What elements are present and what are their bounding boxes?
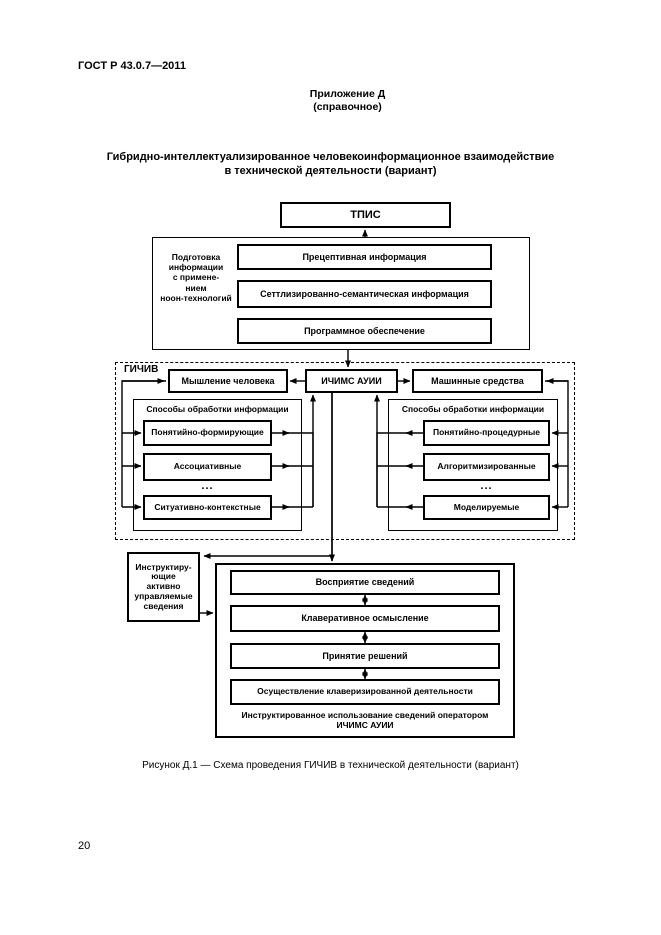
human-thinking-box: Мышление человека xyxy=(168,369,288,393)
page-number: 20 xyxy=(78,840,91,852)
gost-standard-ref: ГОСТ Р 43.0.7—2011 xyxy=(78,60,186,72)
left-ellipsis: ... xyxy=(201,480,214,492)
right-ellipsis: ... xyxy=(480,480,493,492)
perceptive-information-box: Прецептивная информация xyxy=(237,244,492,270)
appendix-heading: Приложение Д (справочное) xyxy=(0,88,661,114)
info-preparation-side-label: Подготовка информации с примене- нием но… xyxy=(160,252,232,303)
concept-forming-box: Понятийно-формирующие xyxy=(143,420,272,446)
left-methods-title: Способы обработки информации xyxy=(146,404,289,414)
gichiv-label: ГИЧИВ xyxy=(124,364,159,375)
right-methods-title: Способы обработки информации xyxy=(401,404,545,414)
document-title: Гибридно-интеллектуализированное человек… xyxy=(106,151,555,177)
appendix-kind: (справочное) xyxy=(313,101,382,114)
machine-means-box: Машинные средства xyxy=(412,369,543,393)
perception-step-box: Восприятие сведений xyxy=(230,570,500,595)
instructing-data-box: Инструктиру- ющие активно управляемые св… xyxy=(127,552,200,622)
modeled-box: Моделируемые xyxy=(423,495,550,520)
appendix-label: Приложение Д xyxy=(309,88,386,100)
tpis-box: ТПИС xyxy=(280,202,451,228)
algorithmized-box: Алгоритмизированные xyxy=(423,453,550,481)
software-box: Программное обеспечение xyxy=(237,318,492,344)
settlized-semantic-information-box: Сеттлизированно-семантическая информация xyxy=(237,280,492,308)
claverative-comprehension-step-box: Клаверативное осмысление xyxy=(230,605,500,632)
figure-caption: Рисунок Д.1 — Схема проведения ГИЧИВ в т… xyxy=(142,760,519,771)
concept-procedural-box: Понятийно-процедурные xyxy=(423,420,550,446)
ichims-auii-box: ИЧИМС АУИИ xyxy=(305,369,398,393)
decision-making-step-box: Принятие решений xyxy=(230,643,500,669)
info-preparation-outer-box xyxy=(152,237,530,350)
bottom-process-outer-box xyxy=(215,563,515,738)
situational-contextual-box: Ситуативно-контекстные xyxy=(143,495,272,520)
process-footer-label: Инструктированное использование сведений… xyxy=(241,710,489,731)
associative-box: Ассоциативные xyxy=(143,453,272,481)
claverized-activity-step-box: Осуществление клаверизированной деятельн… xyxy=(230,679,500,705)
